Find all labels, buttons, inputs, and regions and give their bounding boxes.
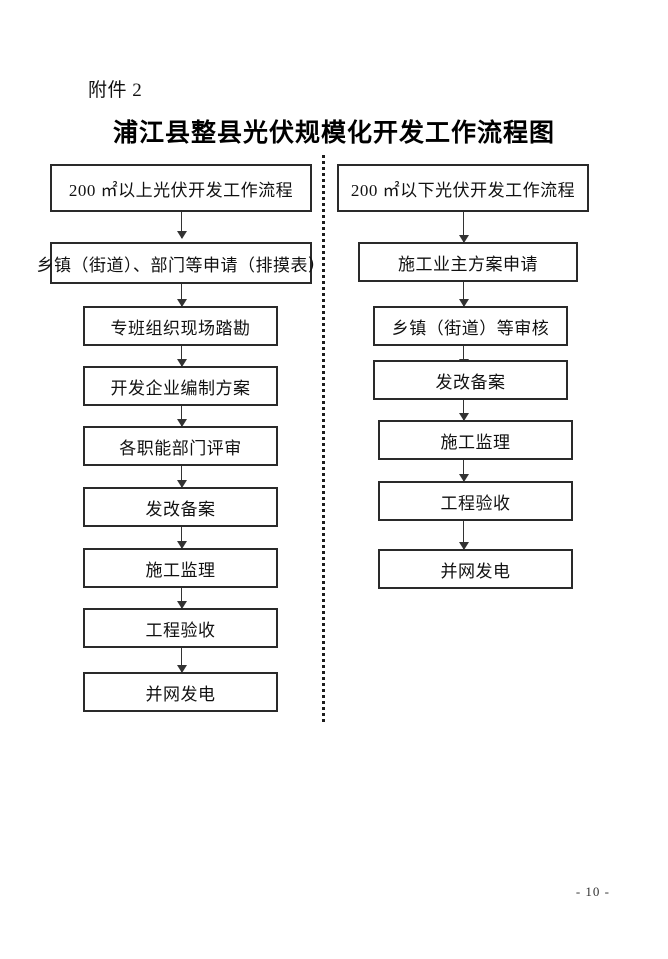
right-connector-0 [459, 212, 470, 243]
left-step-4-box: 各职能部门评审 [83, 426, 278, 466]
right-connector-4 [459, 460, 470, 482]
left-connector-7 [177, 648, 188, 673]
left-step-5-label: 发改备案 [145, 499, 216, 519]
left-step-2-label: 专班组织现场踏勘 [110, 318, 251, 338]
attachment-label: 附件 2 [88, 80, 143, 101]
right-step-5-label: 工程验收 [440, 493, 511, 513]
left-column-header-label: 200 ㎡以上光伏开发工作流程 [68, 180, 294, 200]
left-step-2-box: 专班组织现场踏勘 [83, 306, 278, 346]
right-step-1-box: 施工业主方案申请 [358, 242, 578, 282]
right-connector-3 [459, 400, 470, 421]
left-step-6-box: 施工监理 [83, 548, 278, 588]
right-connector-5 [459, 521, 470, 550]
left-step-7-box: 工程验收 [83, 608, 278, 648]
right-step-5-box: 工程验收 [378, 481, 573, 521]
left-connector-3 [177, 406, 188, 427]
left-connector-4 [177, 466, 188, 488]
left-connector-2 [177, 346, 188, 367]
right-column-header-label: 200 ㎡以下光伏开发工作流程 [350, 180, 576, 200]
right-step-6-label: 并网发电 [440, 561, 511, 581]
left-step-5-box: 发改备案 [83, 487, 278, 527]
left-connector-5 [177, 527, 188, 549]
page-number: - 10 - [575, 884, 610, 899]
left-step-6-label: 施工监理 [145, 560, 216, 580]
left-column-header-box: 200 ㎡以上光伏开发工作流程 [50, 164, 312, 212]
right-step-1-label: 施工业主方案申请 [398, 254, 538, 274]
left-step-8-label: 并网发电 [145, 684, 216, 704]
right-step-3-label: 发改备案 [435, 372, 506, 392]
right-step-2-box: 乡镇（街道）等审核 [373, 306, 568, 346]
left-step-4-label: 各职能部门评审 [119, 438, 242, 458]
right-connector-1 [459, 282, 470, 307]
right-column-header-box: 200 ㎡以下光伏开发工作流程 [337, 164, 589, 212]
left-connector-1 [177, 284, 188, 307]
left-step-8-box: 并网发电 [83, 672, 278, 712]
left-step-7-label: 工程验收 [145, 620, 216, 640]
right-step-2-label: 乡镇（街道）等审核 [391, 318, 550, 338]
right-step-3-box: 发改备案 [373, 360, 568, 400]
left-step-1-label: 乡镇（街道）、部门等申请（排摸表） [36, 255, 326, 275]
right-step-4-label: 施工监理 [440, 432, 511, 452]
left-step-3-box: 开发企业编制方案 [83, 366, 278, 406]
left-connector-6 [177, 588, 188, 609]
right-step-6-box: 并网发电 [378, 549, 573, 589]
left-step-3-label: 开发企业编制方案 [110, 378, 251, 398]
right-step-4-box: 施工监理 [378, 420, 573, 460]
left-step-1-box: 乡镇（街道）、部门等申请（排摸表） [37, 242, 325, 284]
column-divider [322, 155, 325, 722]
left-connector-0 [177, 212, 188, 239]
page-title: 浦江县整县光伏规模化开发工作流程图 [112, 120, 555, 147]
